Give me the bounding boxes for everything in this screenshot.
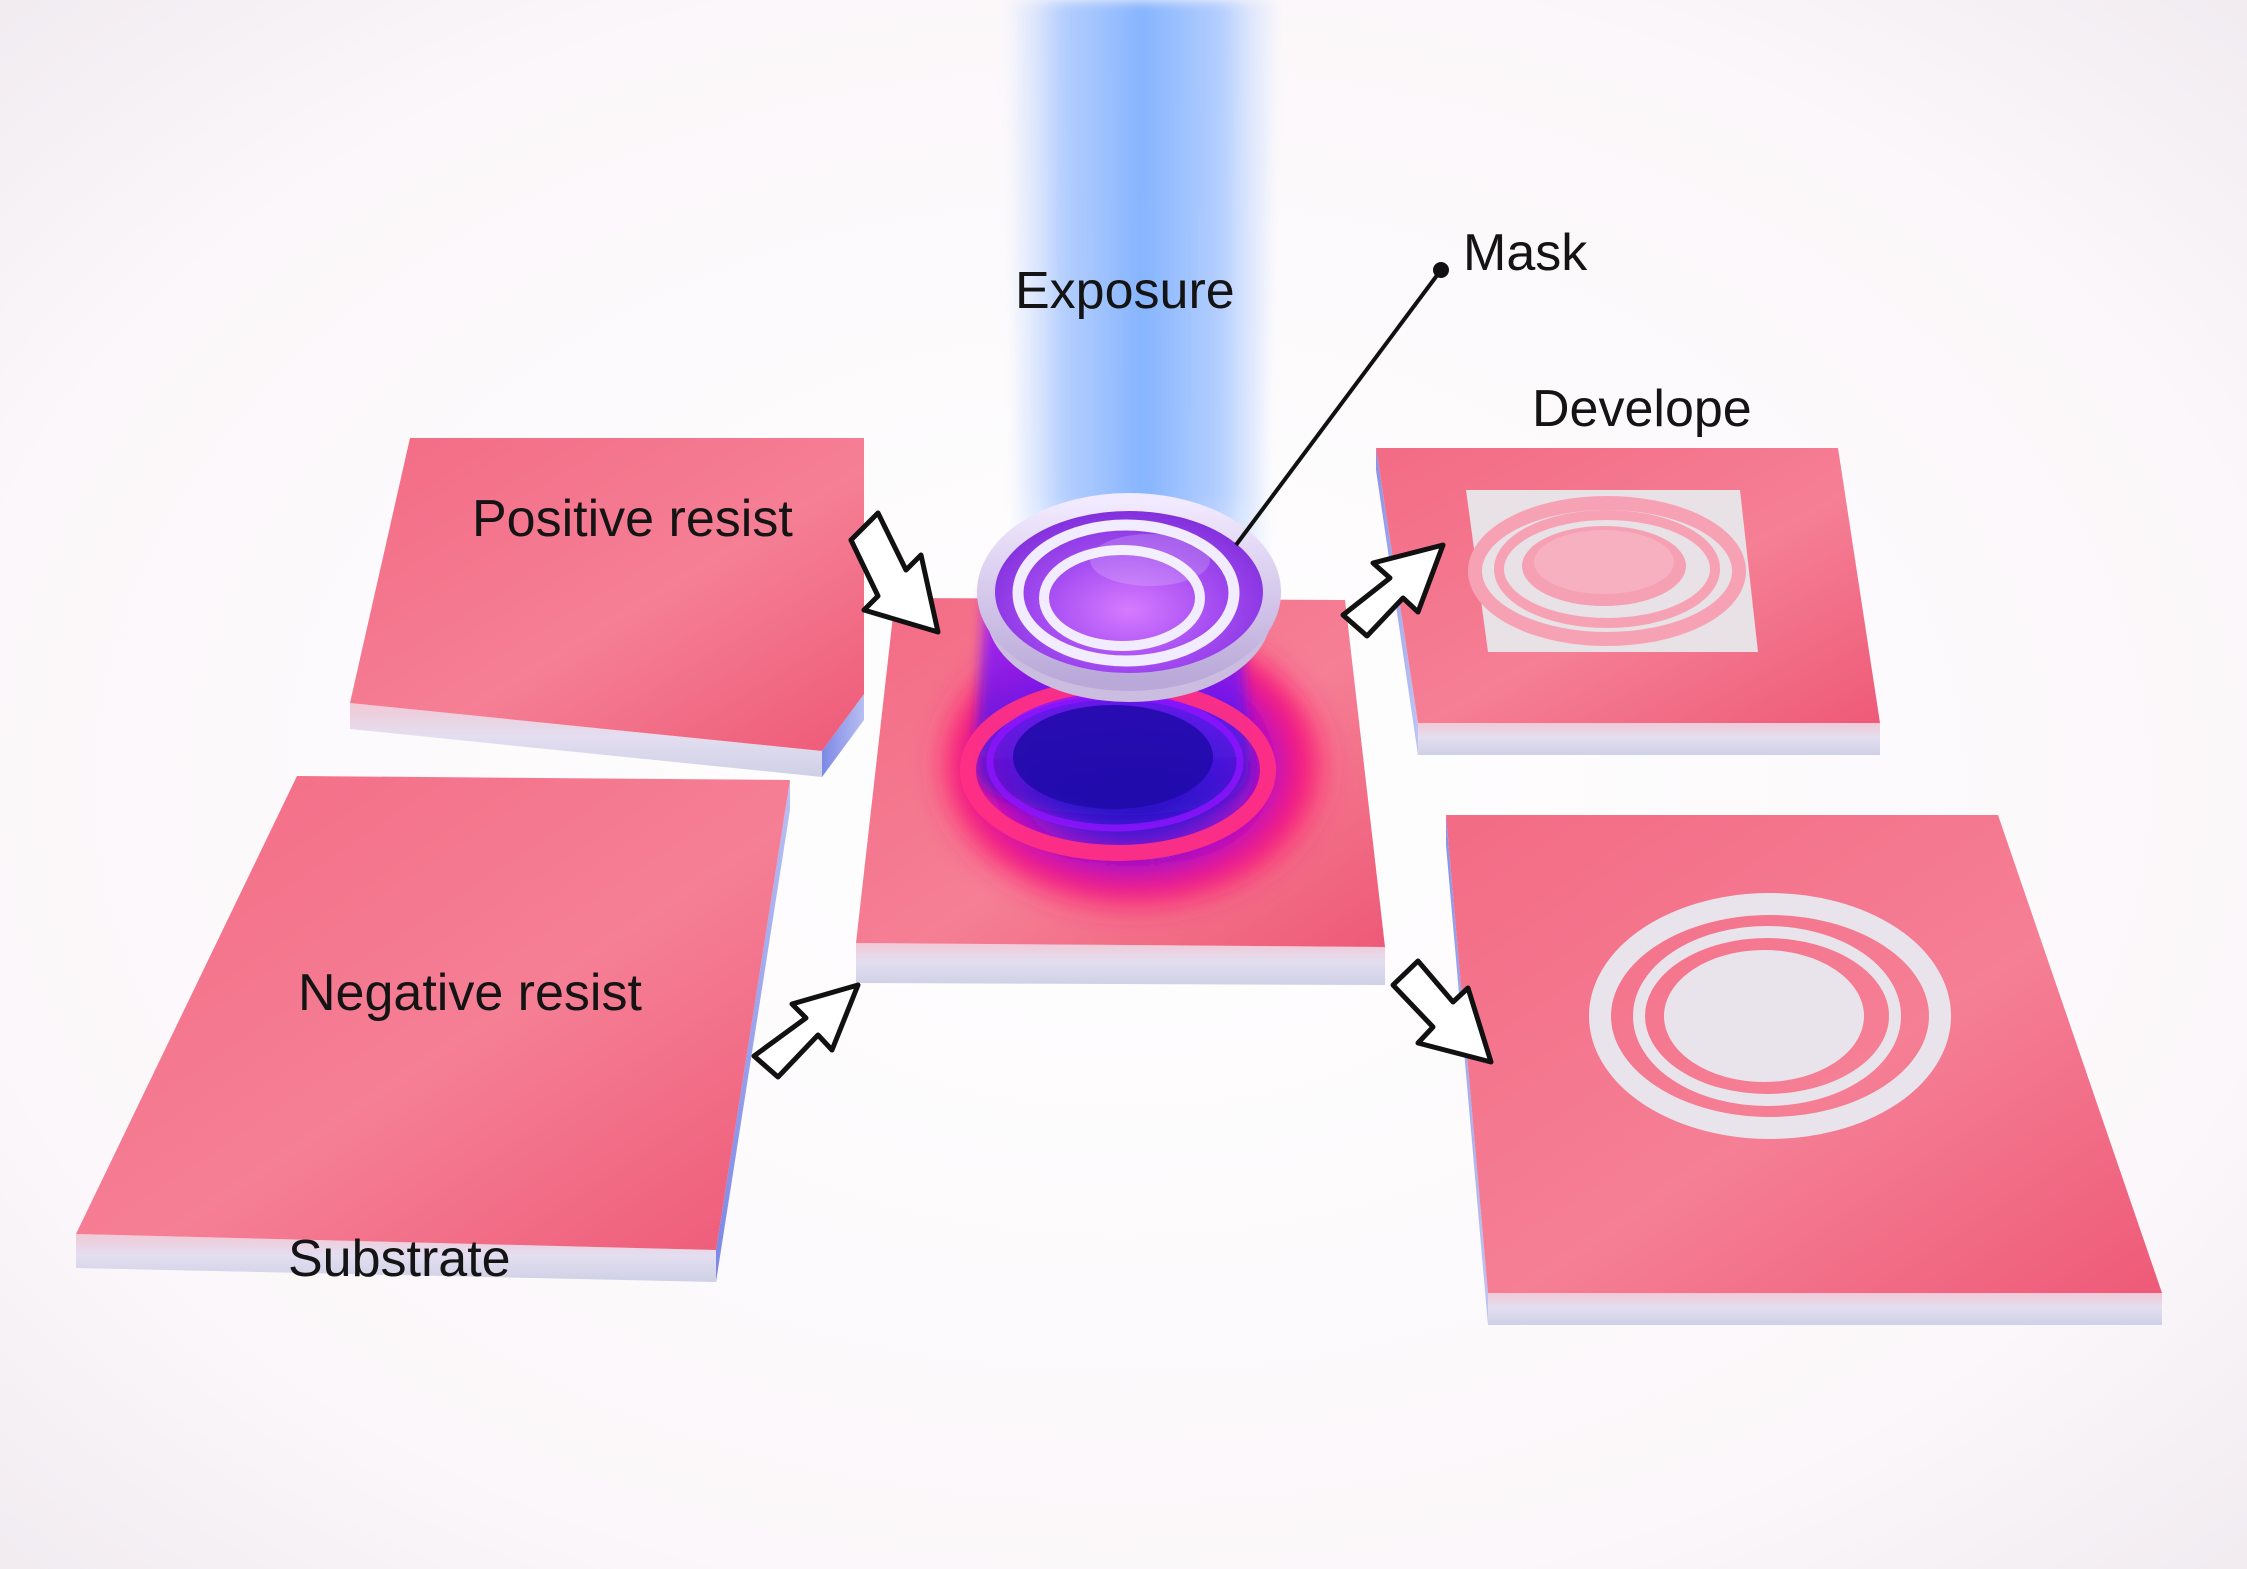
arrow-exposure-to-developed-negative [1390, 958, 1494, 1065]
label-develope: Develope [1532, 380, 1752, 438]
exposure-beam [1010, 0, 1275, 580]
developed-negative-slab [1446, 815, 2162, 1325]
positive-resist-slab [350, 438, 864, 777]
arrow-exposure-to-developed-positive [1340, 542, 1446, 639]
developed-positive-slab [1376, 448, 1880, 755]
label-mask: Mask [1463, 224, 1588, 282]
arrow-negative-to-exposure [751, 982, 861, 1080]
arrow-positive-to-exposure [848, 510, 941, 635]
mask-pointer-dot [1433, 262, 1449, 278]
label-positive-resist: Positive resist [472, 490, 793, 548]
label-negative-resist: Negative resist [298, 964, 642, 1022]
label-substrate: Substrate [288, 1230, 511, 1288]
mask-pointer [1234, 262, 1449, 547]
label-exposure: Exposure [1015, 262, 1235, 320]
mask-disk [977, 493, 1281, 702]
negative-resist-slab [76, 776, 790, 1282]
